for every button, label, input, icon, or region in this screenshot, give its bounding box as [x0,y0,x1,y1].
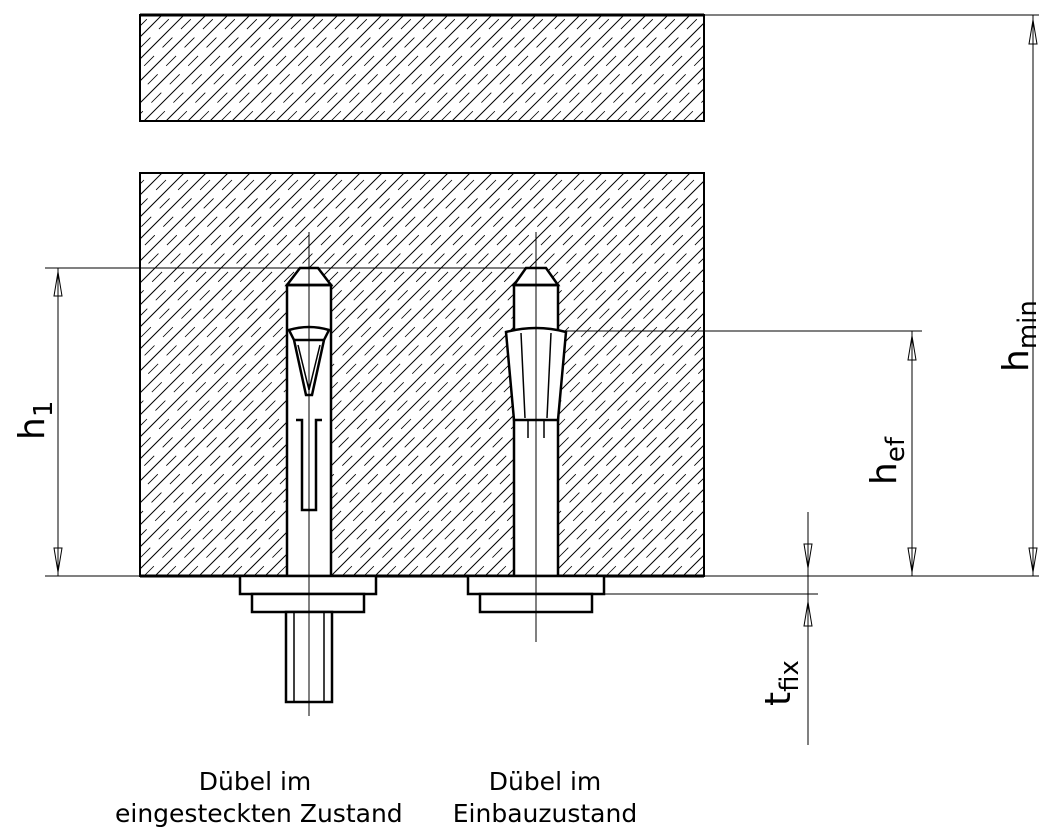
dimension-tfix [604,512,818,745]
dimension-hef [562,330,922,577]
label-tfix: tfix [758,660,805,706]
upper-concrete-slab [139,13,705,122]
dimension-h1 [45,267,534,577]
caption-right: Dübel im Einbauzustand [425,766,665,830]
caption-right-line2: Einbauzustand [452,799,638,828]
anchor-inserted [238,232,378,716]
label-hmin: hmin [996,300,1039,372]
caption-left-line1: Dübel im [198,767,312,796]
label-h1: h1 [12,401,59,440]
anchor-installed [466,232,606,642]
caption-left-line2: eingesteckten Zustand [115,799,403,828]
dimension-hmin [704,14,1039,577]
caption-right-line1: Dübel im [488,767,602,796]
label-hef: hef [864,436,911,485]
caption-left: Dübel im eingesteckten Zustand [115,766,403,830]
